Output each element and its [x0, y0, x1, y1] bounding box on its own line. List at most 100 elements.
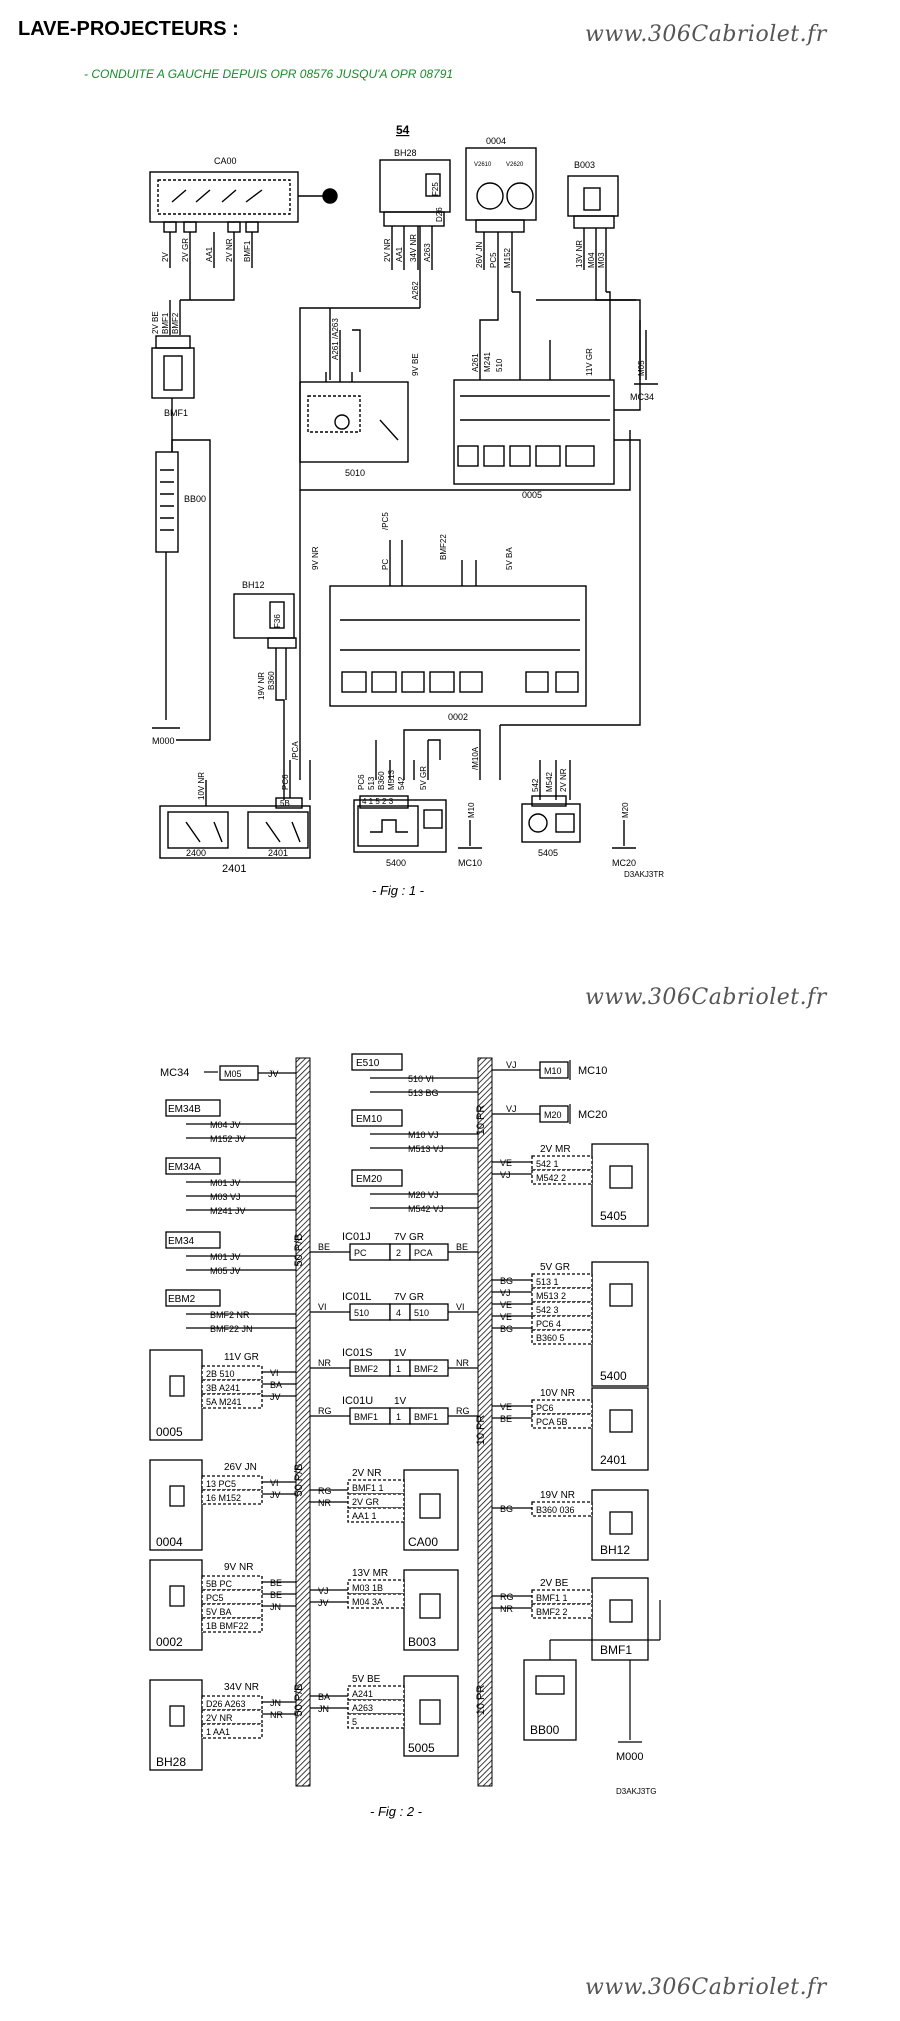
left-device-row-text: 5V BA [206, 1607, 232, 1617]
right-device-hdr: 2V MR [540, 1144, 571, 1155]
page-subtitle: - CONDUITE A GAUCHE DEPUIS OPR 08576 JUS… [84, 67, 454, 81]
mid-connector-hdr: 7V GR [394, 1292, 424, 1303]
mid-connector-cell [409, 1303, 449, 1321]
label-2401a: 2401 [268, 848, 288, 858]
watermark-top: www.306Cabriolet.fr [585, 22, 827, 47]
mid-connector-wire: VI [318, 1302, 327, 1312]
label-ca00: CA00 [214, 156, 237, 166]
bus-right-label: 10 PR [475, 1685, 487, 1716]
left-block-label: EBM2 [168, 1294, 196, 1305]
right-device-box [591, 1577, 649, 1661]
center-block-row: M20 VJ [408, 1190, 439, 1200]
mid-connector-cell [409, 1359, 449, 1377]
left-device-row [201, 1617, 263, 1633]
label-mc34: MC34 [630, 392, 654, 402]
left-device-wire: BE [270, 1590, 282, 1600]
right-device-box [591, 1489, 649, 1561]
mid-connector-cell [389, 1359, 411, 1377]
left-block-label: EM34B [168, 1104, 201, 1115]
right-device-row [531, 1273, 593, 1289]
mid-connector-text: 510 [354, 1308, 369, 1318]
label-54: 54 [396, 123, 410, 137]
label-2401-5b: 5B [280, 799, 290, 808]
center-device-row [347, 1685, 405, 1701]
center-device-row [347, 1579, 405, 1595]
mid-connector-cell [349, 1359, 391, 1377]
center-block-row: M542 VJ [408, 1204, 444, 1214]
label-bb00: BB00 [184, 494, 206, 504]
left-block-row: M03 VJ [210, 1192, 241, 1202]
wire-b360: B360 [267, 671, 276, 690]
mid-connector-hdr: 1V [394, 1396, 407, 1407]
right-device-icon [609, 1165, 633, 1189]
wire-ca00-5: BMF1 [243, 240, 252, 262]
left-block-row: M01 JV [210, 1252, 241, 1262]
wire-11vgr: 11V GR [585, 348, 594, 376]
right-device-row [531, 1315, 593, 1331]
fig2-ref: D3AKJ3TG [616, 1787, 657, 1796]
wire-9vbe: 9V BE [411, 353, 420, 376]
m000-label: M000 [616, 1751, 644, 1763]
mid-connector-wire: RG [318, 1406, 332, 1416]
center-device-label: B003 [408, 1635, 436, 1649]
fig2-caption: - Fig : 2 - [370, 1804, 423, 1819]
left-device-wire: BE [270, 1578, 282, 1588]
mid-connector-hdr: 1V [394, 1348, 407, 1359]
mid-connector-id: IC01U [342, 1395, 373, 1407]
wire-9vnr: 9V NR [311, 546, 320, 570]
left-device-label: 0005 [156, 1425, 183, 1439]
bb00-icon [535, 1675, 565, 1695]
label-mc10: MC10 [458, 858, 482, 868]
right-device-label: 5405 [600, 1209, 627, 1223]
right-device-row-text: 542 3 [536, 1305, 559, 1315]
wire-0004-1: 26V JN [475, 242, 484, 268]
left-device-box [149, 1679, 203, 1771]
wire-2vnr: 2V NR [559, 768, 568, 792]
center-device-row [347, 1493, 405, 1509]
left-device-icon [169, 1485, 185, 1507]
label-0002: 0002 [448, 712, 468, 722]
left-device-row [201, 1709, 263, 1725]
wire-bmf-1: 2V BE [151, 311, 160, 334]
right-device-row-text: PC6 4 [536, 1319, 561, 1329]
right-device-row [531, 1329, 593, 1345]
center-device-wire: RG [318, 1486, 332, 1496]
left-device-row-text: 1 AA1 [206, 1727, 230, 1737]
left-device-row [201, 1723, 263, 1739]
center-device-box [403, 1469, 459, 1551]
center-device-wire: VJ [318, 1586, 329, 1596]
right-device-wire: VE [500, 1300, 512, 1310]
right-device-row-text: PCA 5B [536, 1417, 568, 1427]
left-device-wire: JV [270, 1490, 281, 1500]
left-block-box [165, 1157, 221, 1175]
center-device-row-text: 5 [352, 1717, 357, 1727]
wire-0005-a: A261 [471, 353, 480, 372]
mid-connector-text: 510 [414, 1308, 429, 1318]
left-device-box [149, 1559, 203, 1651]
wire-m542: M542 [545, 771, 554, 792]
label-bmf1: BMF1 [164, 408, 188, 418]
center-device-row-text: AA1 1 [352, 1511, 377, 1521]
center-device-row [347, 1507, 405, 1523]
right-device-hdr: 19V NR [540, 1490, 575, 1501]
left-device-label: 0002 [156, 1635, 183, 1649]
center-block-box [351, 1053, 403, 1071]
bus-right-label: 10 PR [475, 1105, 487, 1136]
wire-a262: A262 [411, 281, 420, 300]
left-device-row-text: 3B A241 [206, 1383, 240, 1393]
left-device-wire: JN [270, 1602, 281, 1612]
wire-bmf22: BMF22 [439, 534, 448, 560]
wire-0005-c: 510 [495, 358, 504, 372]
center-device-row [347, 1593, 405, 1609]
left-device-row-text: D26 A263 [206, 1699, 246, 1709]
left-block-label: EM34A [168, 1162, 201, 1173]
right-device-box [591, 1387, 649, 1471]
right-device-row-text: BMF2 2 [536, 1607, 568, 1617]
wire-513: 513 [367, 776, 376, 790]
left-ground-label: MC34 [160, 1067, 189, 1079]
left-block-row: M152 JV [210, 1134, 246, 1144]
right-device-row-text: B360 036 [536, 1505, 575, 1515]
center-block-label: E510 [356, 1058, 380, 1069]
wire-bh28-1: 2V NR [383, 238, 392, 262]
center-block-row: M513 VJ [408, 1144, 444, 1154]
